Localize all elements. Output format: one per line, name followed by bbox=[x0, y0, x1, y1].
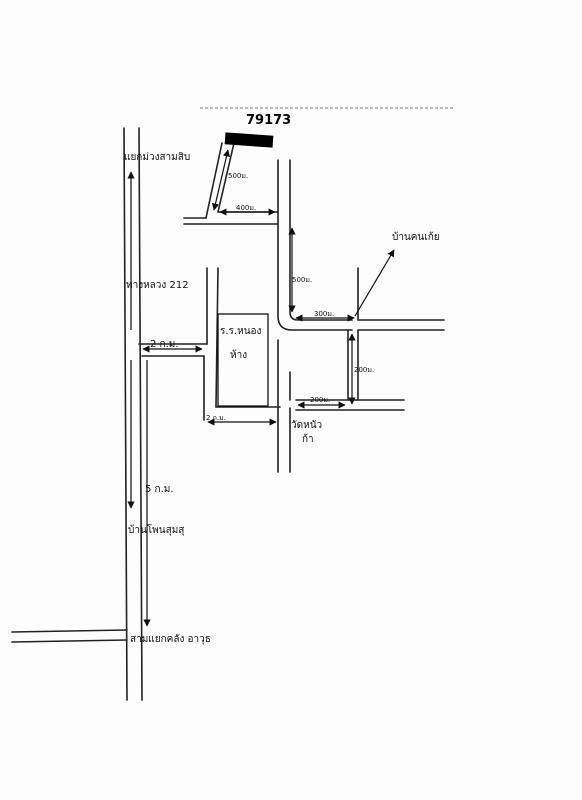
document-number: 79173 bbox=[246, 113, 291, 128]
dim-500-top bbox=[211, 149, 231, 211]
temple-label-1: วัดหนัว bbox=[291, 420, 322, 431]
hospital-label-1: ร.ร.หนอง bbox=[220, 326, 262, 337]
distance-2km-branch: 2 ก.ม. bbox=[150, 339, 179, 350]
top-diagonal-road bbox=[205, 142, 235, 219]
branch-road bbox=[138, 343, 208, 357]
distance-500-top: 500ม. bbox=[228, 172, 248, 180]
distance-400-top: 400ม. bbox=[236, 204, 256, 212]
distance-2km-lower: 2 ก.ม. bbox=[206, 414, 226, 422]
top-left-place-label: แยกม่วงสามสิบ bbox=[124, 152, 190, 163]
bottom-place-label: สามแยกคลัง อาวุธ bbox=[130, 634, 211, 645]
distance-200-side: 200ม. bbox=[354, 366, 374, 374]
hospital-roads bbox=[203, 267, 281, 421]
hospital-building bbox=[217, 313, 269, 407]
temple-label-2: ก้า bbox=[302, 433, 314, 445]
lower-junction-road bbox=[277, 339, 405, 473]
distance-500-right: 500ม. bbox=[292, 276, 312, 284]
hospital-label-2: ห้าง bbox=[230, 349, 247, 361]
right-vertical-road bbox=[277, 159, 353, 331]
target-pointer bbox=[354, 249, 395, 317]
right-side-roads bbox=[347, 267, 445, 401]
target-label: บ้านคนเก้ย bbox=[392, 231, 440, 243]
village-label: บ้านโพนสุมสุ bbox=[128, 523, 184, 536]
target-house-marker bbox=[224, 132, 274, 148]
upper-cross-road bbox=[183, 211, 279, 225]
distance-200-bottom: 200ม. bbox=[310, 396, 330, 404]
bottom-road bbox=[11, 629, 128, 643]
highway-road bbox=[123, 127, 143, 701]
distance-300-mid: 300ม. bbox=[314, 310, 334, 318]
highway-label: ทางหลวง 212 bbox=[126, 280, 189, 291]
distance-5km: 5 ก.ม. bbox=[145, 484, 174, 495]
